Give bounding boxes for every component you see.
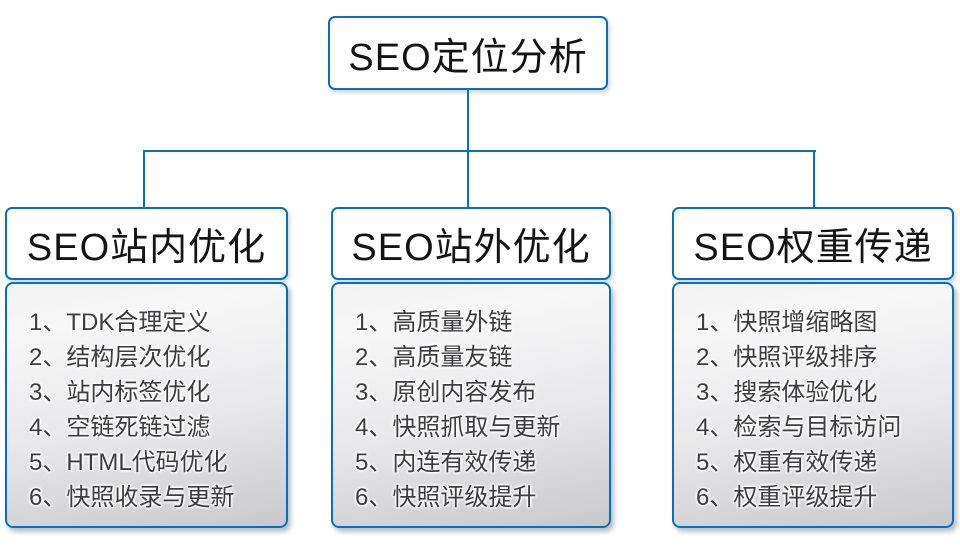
connector-horizontal-bus xyxy=(143,150,816,152)
list-item: 5、内连有效传递 xyxy=(355,449,537,476)
root-node-seo-positioning: SEO定位分析 xyxy=(328,16,608,90)
branch-onsite-title: SEO站内优化 xyxy=(26,227,267,269)
list-item: 3、搜索体验优化 xyxy=(696,379,878,406)
branch-offsite-list: 1、高质量外链 2、高质量友链 3、原创内容发布 4、快照抓取与更新 5、内连有… xyxy=(331,282,611,528)
list-item: 4、检索与目标访问 xyxy=(696,414,902,441)
branch-onsite-list: 1、TDK合理定义 2、结构层次优化 3、站内标签优化 4、空链死链过滤 5、H… xyxy=(5,282,288,528)
list-item: 6、快照评级提升 xyxy=(355,484,537,511)
list-item: 5、权重有效传递 xyxy=(696,449,878,476)
branch-onsite-header: SEO站内优化 xyxy=(5,207,288,280)
connector-root-stem xyxy=(467,90,469,151)
branch-offsite-title: SEO站外优化 xyxy=(351,227,591,269)
branch-weight-header: SEO权重传递 xyxy=(672,207,954,280)
connector-drop-left xyxy=(143,150,145,208)
list-item: 3、原创内容发布 xyxy=(355,379,537,406)
list-item: 1、高质量外链 xyxy=(355,309,513,336)
list-item: 3、站内标签优化 xyxy=(29,379,211,406)
branch-weight-list: 1、快照增缩略图 2、快照评级排序 3、搜索体验优化 4、检索与目标访问 5、权… xyxy=(672,282,954,528)
list-item: 1、TDK合理定义 xyxy=(29,309,211,336)
list-item: 2、结构层次优化 xyxy=(29,344,211,371)
list-item: 5、HTML代码优化 xyxy=(29,449,228,476)
branch-weight-title: SEO权重传递 xyxy=(693,227,933,269)
list-item: 6、权重评级提升 xyxy=(696,484,878,511)
list-item: 4、快照抓取与更新 xyxy=(355,414,561,441)
list-item: 2、快照评级排序 xyxy=(696,344,878,371)
list-item: 1、快照增缩略图 xyxy=(696,309,878,336)
list-item: 6、快照收录与更新 xyxy=(29,484,235,511)
branch-offsite-header: SEO站外优化 xyxy=(331,207,611,280)
list-item: 4、空链死链过滤 xyxy=(29,414,211,441)
connector-drop-right xyxy=(813,150,815,208)
list-item: 2、高质量友链 xyxy=(355,344,513,371)
connector-drop-middle xyxy=(467,150,469,208)
root-node-title: SEO定位分析 xyxy=(348,36,588,79)
